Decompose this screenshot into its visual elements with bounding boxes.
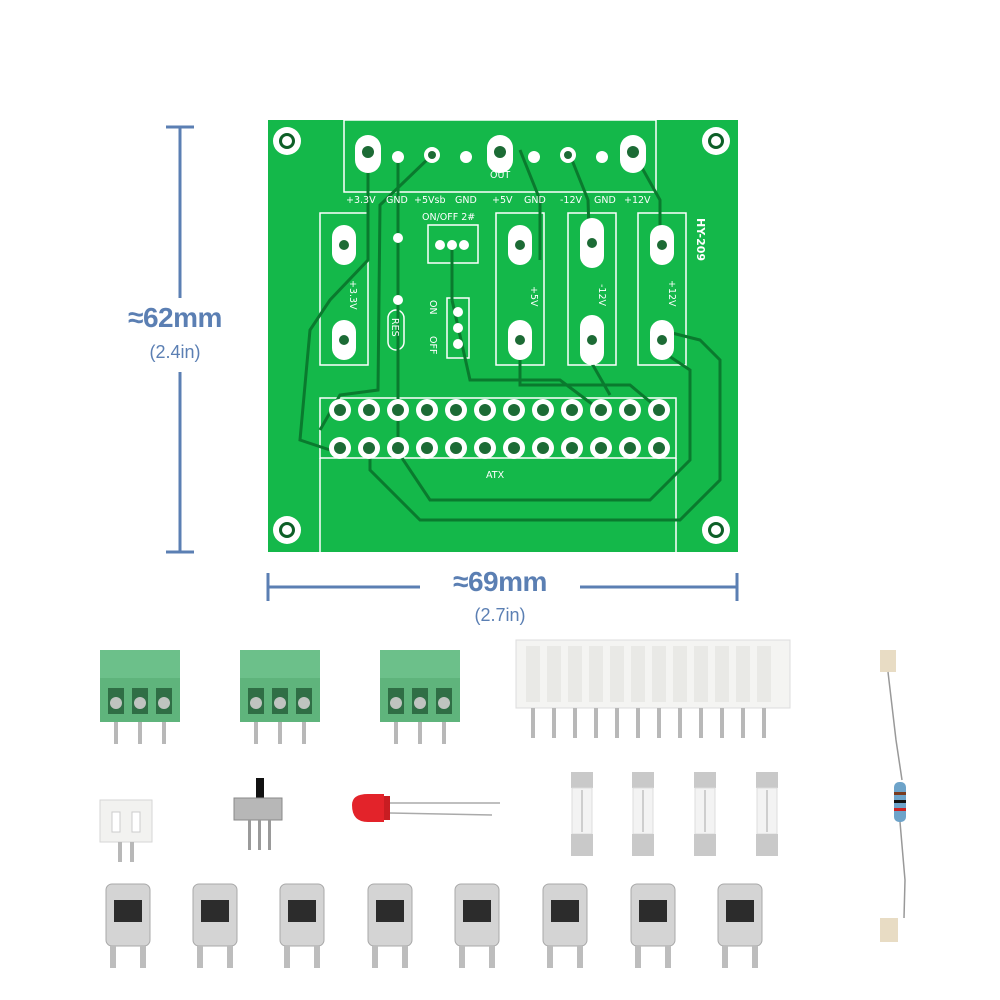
fuse-clip-icon (630, 883, 676, 968)
svg-text:+3.3V: +3.3V (347, 280, 358, 310)
fuse-clip-icon (717, 883, 763, 968)
svg-text:GND: GND (455, 195, 477, 206)
width-dimension-sub: (2.7in) (474, 605, 526, 625)
silk-fuse-labels: +3.3V +5V -12V +12V (347, 280, 677, 310)
slide-switch (233, 778, 283, 850)
width-dimension-label: ≈69mm (453, 566, 547, 597)
screw-terminal-icon (100, 650, 180, 744)
glass-fuse-icon (756, 772, 778, 856)
fuse-clip-icon (454, 883, 500, 968)
silk-on-label: ON (427, 300, 438, 315)
atx-24pin-header (515, 639, 791, 738)
height-dimension-label: ≈62mm (128, 302, 222, 333)
svg-text:+12V: +12V (624, 195, 651, 206)
output-terminal-pads (355, 135, 646, 173)
red-led (352, 794, 500, 822)
silk-res-label: RES (389, 318, 400, 337)
svg-text:+12V: +12V (666, 280, 677, 307)
fuse-clip-icon (367, 883, 413, 968)
width-dimension-line (266, 573, 739, 601)
screw-terminal-blocks (100, 650, 460, 744)
svg-text:+5V: +5V (492, 195, 513, 206)
jst-2pin-connector (99, 799, 153, 862)
svg-text:-12V: -12V (560, 195, 583, 206)
screw-terminal-icon (240, 650, 320, 744)
glass-fuse-icon (694, 772, 716, 856)
resistor (880, 650, 906, 942)
atx-connector-pads (329, 399, 670, 459)
glass-fuses (571, 772, 778, 856)
silk-off-label: OFF (427, 336, 438, 354)
fuse-clip-icon (192, 883, 238, 968)
height-dimension-sub: (2.4in) (149, 342, 201, 362)
fuse-clip-icon (279, 883, 325, 968)
pcb-board: OUT ON/OFF 2# ATX RES ON OFF HY-209 +3.3… (268, 119, 738, 552)
silk-top-rail-labels: +3.3V GND +5Vsb GND +5V GND -12V GND +12… (346, 195, 651, 206)
silk-out-label: OUT (490, 170, 510, 181)
fuse-clip-icon (542, 883, 588, 968)
mounting-hole-icon (273, 127, 730, 544)
glass-fuse-icon (571, 772, 593, 856)
glass-fuse-icon (632, 772, 654, 856)
fuse-clips (105, 883, 763, 968)
silk-switch-label: ON/OFF 2# (422, 212, 475, 223)
svg-text:-12V: -12V (596, 284, 607, 307)
svg-text:GND: GND (524, 195, 546, 206)
fuse-clip-icon (105, 883, 151, 968)
silk-model-label: HY-209 (694, 218, 707, 261)
svg-text:+5V: +5V (528, 286, 539, 307)
svg-text:GND: GND (386, 195, 408, 206)
height-dimension-line (166, 125, 194, 554)
svg-text:+3.3V: +3.3V (346, 195, 376, 206)
svg-text:GND: GND (594, 195, 616, 206)
screw-terminal-icon (380, 650, 460, 744)
svg-text:+5Vsb: +5Vsb (414, 195, 445, 206)
silk-atx-label: ATX (486, 470, 505, 481)
